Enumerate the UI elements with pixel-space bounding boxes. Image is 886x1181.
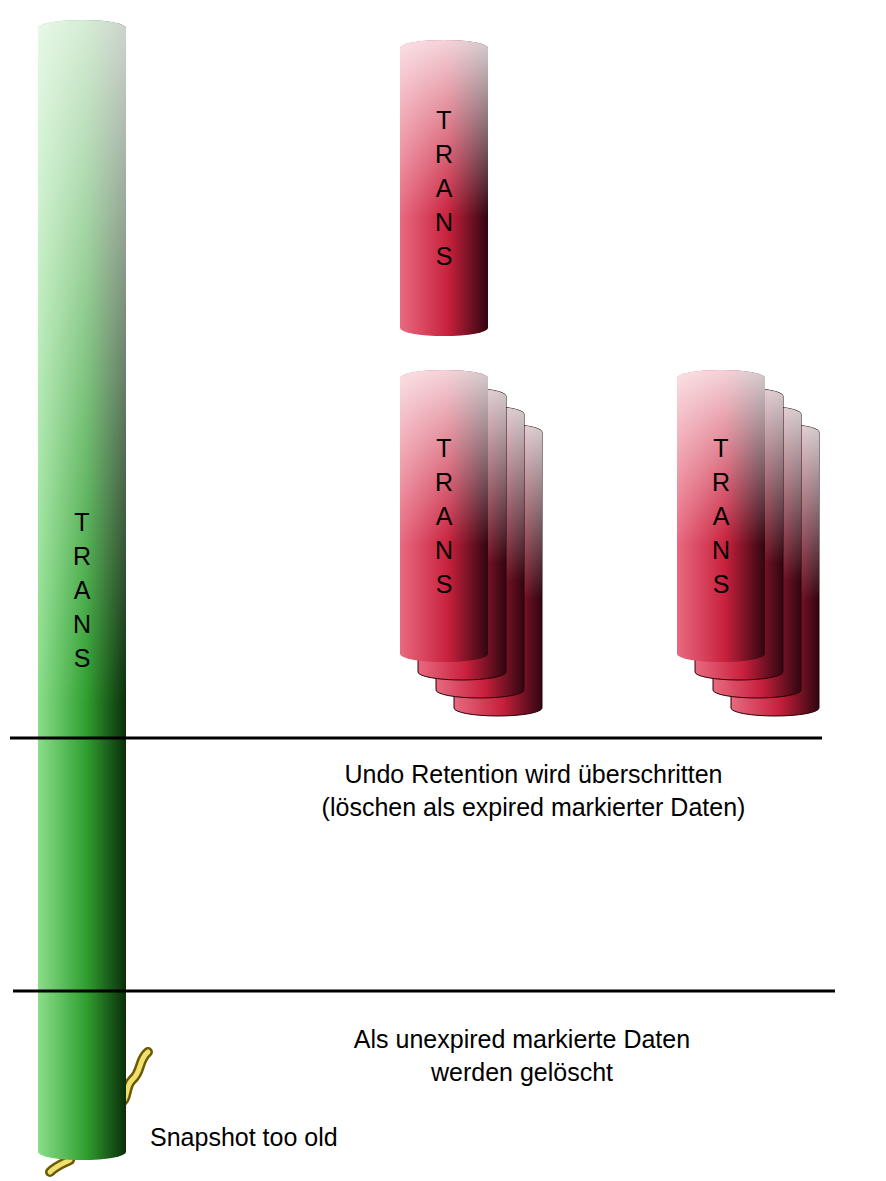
divider-line (10, 737, 822, 740)
node-text: TRANS (709, 431, 734, 601)
band-note: Als unexpired markierte Daten werden gel… (338, 1023, 706, 1089)
divider-line (13, 990, 835, 993)
node-text: TRANS (432, 103, 457, 273)
node-text: TRANS (432, 431, 457, 601)
transaction-cylinder: TRANS (677, 370, 765, 662)
error-label: Snapshot too old (150, 1121, 338, 1154)
node-text: TRANS (70, 505, 95, 675)
transaction-cylinder: TRANS (400, 40, 488, 336)
band-note: Undo Retention wird überschritten (lösch… (307, 758, 760, 824)
transaction-cylinder: TRANS (400, 370, 488, 662)
transaction-cylinder: TRANS (38, 20, 126, 1160)
